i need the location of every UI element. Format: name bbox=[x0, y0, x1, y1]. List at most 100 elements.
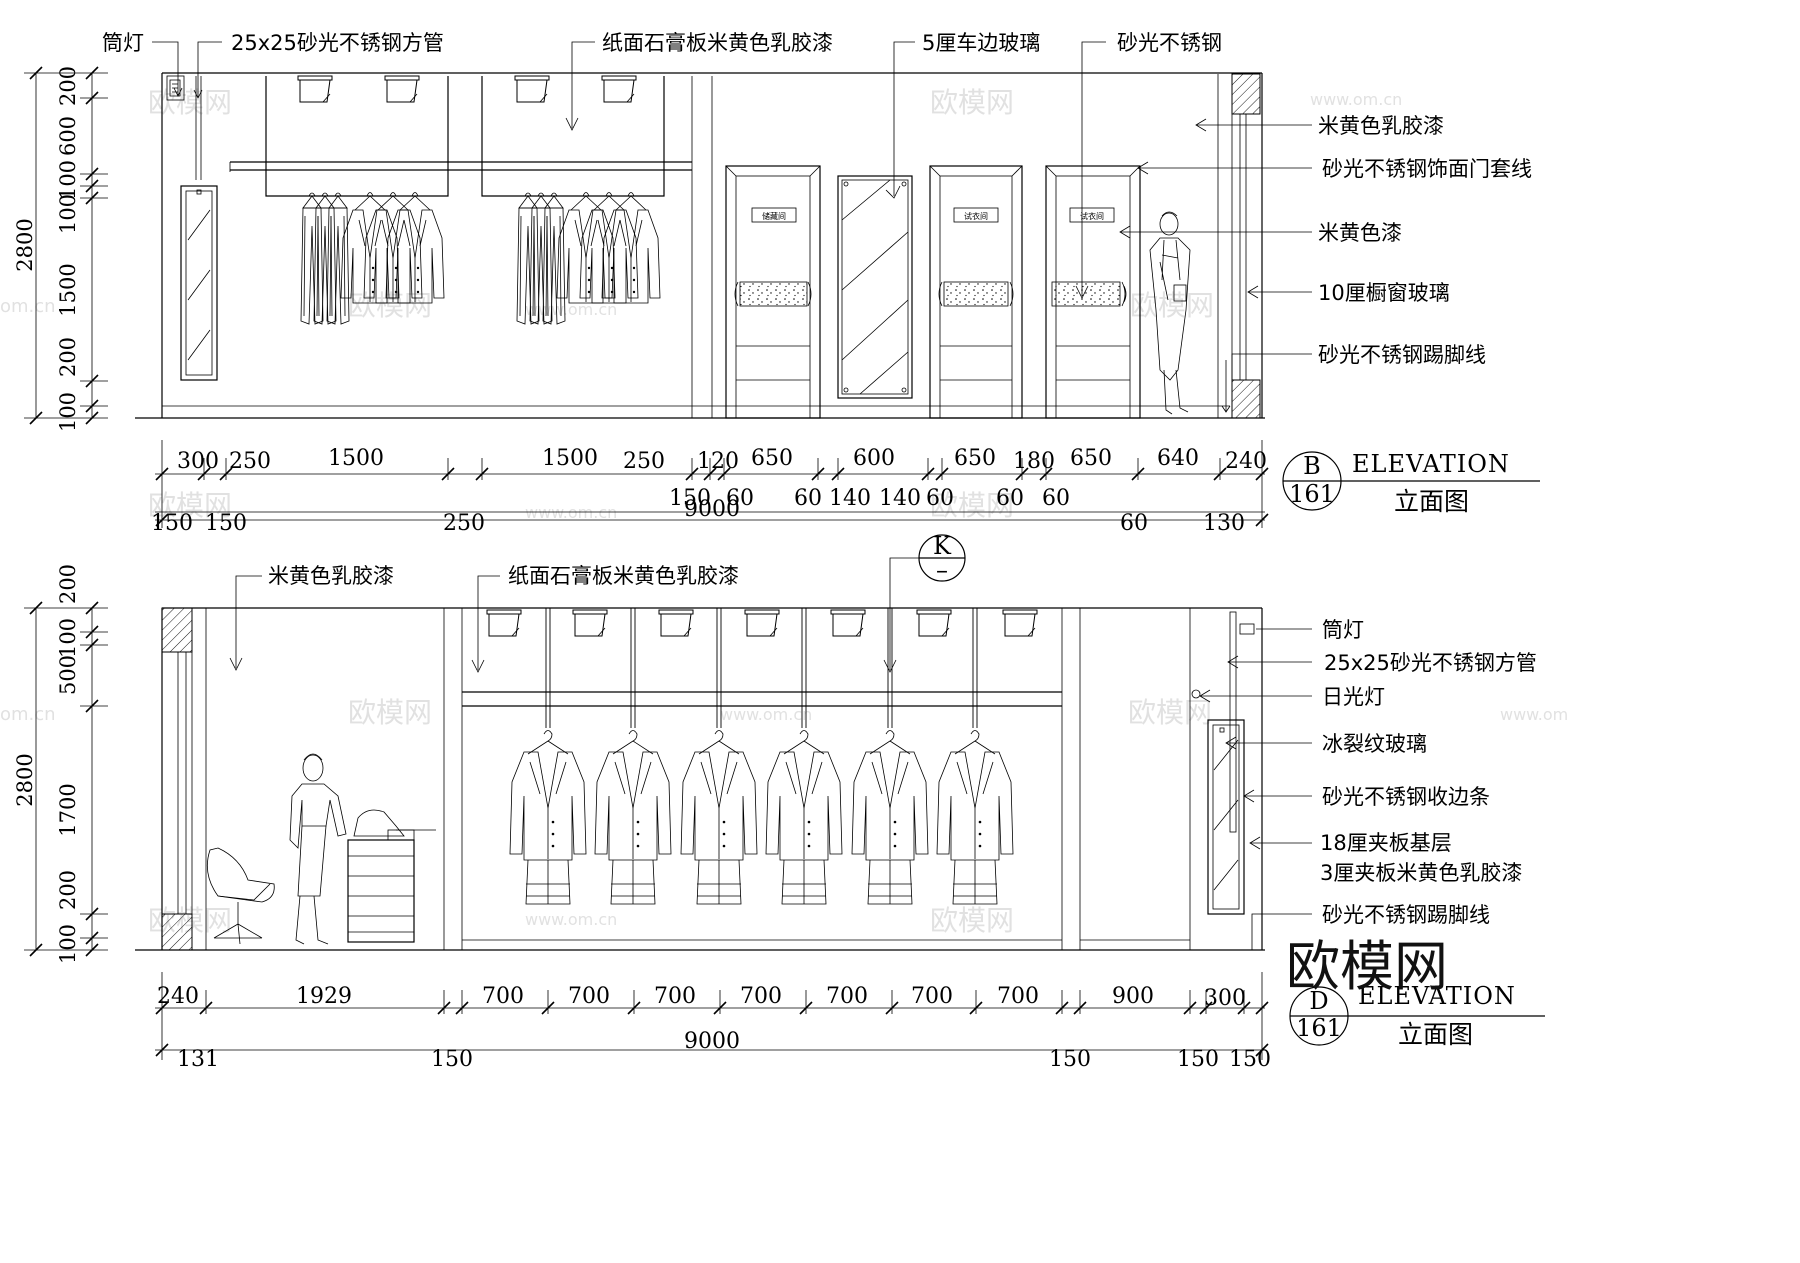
label-brushed-steel: 砂光不锈钢 bbox=[1117, 31, 1222, 55]
dim-b-detail: 60 bbox=[1042, 486, 1070, 511]
mannequin-figure bbox=[1149, 211, 1191, 415]
overall-height-b: 2800 bbox=[13, 218, 37, 271]
dim-b-width: 250 bbox=[623, 449, 665, 474]
dressing-mirror bbox=[837, 175, 913, 399]
elevation-b: 储藏间 试衣间 试衣间 bbox=[13, 31, 1540, 536]
title-en: ELEVATION bbox=[1352, 450, 1510, 478]
height-seg: 100 bbox=[56, 160, 80, 200]
watermark-brand: 欧模网 bbox=[1130, 289, 1214, 322]
dim-b-detail: 60 bbox=[794, 486, 822, 511]
watermark-brand: 欧模网 bbox=[348, 696, 432, 729]
dim-d-width: 900 bbox=[1112, 984, 1154, 1009]
drawing-tag-number: 161 bbox=[1289, 480, 1335, 508]
dim-b-detail: 150 bbox=[669, 486, 711, 511]
label-crackle-glass: 冰裂纹玻璃 bbox=[1322, 732, 1427, 756]
dim-b-width: 1500 bbox=[542, 446, 598, 471]
dim-d-width: 700 bbox=[654, 984, 696, 1009]
fitting-room-door-1 bbox=[929, 165, 1023, 419]
drawing-tag-number: 161 bbox=[1296, 1014, 1342, 1042]
watermark-layer: 欧模网 欧模网 www.om.cn om.cn 欧模网 欧模网 www.om.c… bbox=[0, 86, 1568, 937]
watermark-brand: 欧模网 bbox=[1128, 696, 1212, 729]
office-chair bbox=[206, 847, 275, 945]
height-seg: 200 bbox=[56, 337, 80, 377]
label-window-glass: 10厘橱窗玻璃 bbox=[1318, 281, 1450, 305]
watermark-brand: 欧模网 bbox=[348, 289, 432, 322]
cashier-figure bbox=[289, 753, 347, 945]
height-seg: 200 bbox=[56, 564, 80, 604]
label-beige-latex: 米黄色乳胶漆 bbox=[1318, 114, 1444, 138]
label-fluorescent: 日光灯 bbox=[1322, 685, 1385, 709]
leader-labels-top-b: 筒灯 25x25砂光不锈钢方管 纸面石膏板米黄色乳胶漆 5厘车边玻璃 砂光不锈钢 bbox=[102, 31, 1222, 299]
label-skirting-d: 砂光不锈钢踢脚线 bbox=[1322, 903, 1490, 927]
dim-d-width: 1929 bbox=[296, 984, 352, 1009]
dim-b-width: 650 bbox=[751, 446, 793, 471]
height-seg: 1500 bbox=[56, 263, 80, 316]
dim-b-detail: 140 bbox=[829, 486, 871, 511]
watermark-brand: 欧模网 bbox=[930, 489, 1014, 522]
dim-b-detail: 140 bbox=[879, 486, 921, 511]
label-downlight: 筒灯 bbox=[102, 31, 144, 55]
watermark-domain: om.cn bbox=[0, 296, 56, 317]
dim-d-offset: 131 bbox=[177, 1047, 219, 1072]
door-sign-fitting-2: 试衣间 bbox=[1080, 211, 1104, 221]
dim-b-width: 1500 bbox=[328, 446, 384, 471]
elevation-d: 2800 200 100 500 1700 200 100 米黄色乳胶漆 纸面石… bbox=[13, 532, 1545, 1072]
dim-d-offset: 150 bbox=[1177, 1047, 1219, 1072]
brand-logo-watermark: 欧模网 bbox=[1286, 935, 1448, 998]
height-seg: 200 bbox=[56, 66, 80, 106]
label-edge-strip: 砂光不锈钢收边条 bbox=[1322, 785, 1490, 809]
width-dimensions-d: 240 1929 700 700 700 700 700 700 700 900… bbox=[155, 972, 1271, 1072]
label-bevel-glass: 5厘车边玻璃 bbox=[922, 31, 1040, 55]
height-seg: 200 bbox=[56, 870, 80, 910]
dim-b-offset: 130 bbox=[1203, 511, 1245, 536]
height-seg: 1700 bbox=[56, 783, 80, 836]
cashier-counter bbox=[347, 809, 436, 943]
watermark-url: www.om.cn bbox=[720, 705, 812, 724]
title-cn: 立面图 bbox=[1398, 1020, 1473, 1049]
dim-b-detail: 60 bbox=[926, 486, 954, 511]
height-dimensions-d: 2800 200 100 500 1700 200 100 bbox=[13, 564, 108, 964]
dim-b-width: 640 bbox=[1157, 446, 1199, 471]
dim-b-offset: 250 bbox=[443, 511, 485, 536]
height-seg: 100 bbox=[56, 618, 80, 658]
dim-b-detail: 60 bbox=[726, 486, 754, 511]
door-sign-fitting-1: 试衣间 bbox=[964, 211, 988, 221]
height-dimensions-b: 2800 200 600 100 100 1500 200 100 bbox=[13, 66, 108, 432]
dim-b-width: 650 bbox=[1070, 446, 1112, 471]
label-gypsum-board: 纸面石膏板米黄色乳胶漆 bbox=[602, 31, 833, 55]
label-beige-latex-d: 米黄色乳胶漆 bbox=[268, 564, 394, 588]
dim-b-width: 180 bbox=[1013, 449, 1055, 474]
dim-d-width: 700 bbox=[740, 984, 782, 1009]
drawing-tag-letter: D bbox=[1309, 987, 1328, 1015]
dim-b-width: 300 bbox=[177, 449, 219, 474]
label-plywood-finish: 3厘夹板米黄色乳胶漆 bbox=[1320, 861, 1522, 885]
height-seg: 100 bbox=[56, 924, 80, 964]
watermark-brand: 欧模网 bbox=[930, 904, 1014, 937]
dim-b-total: 9000 bbox=[684, 497, 740, 522]
dim-d-offset: 150 bbox=[431, 1047, 473, 1072]
dim-b-detail: 60 bbox=[996, 486, 1024, 511]
section-dash: – bbox=[936, 556, 948, 584]
leader-labels-right-d: 筒灯 25x25砂光不锈钢方管 日光灯 冰裂纹玻璃 砂光不锈钢收边条 18厘夹板… bbox=[1199, 618, 1537, 927]
storage-room-door bbox=[725, 165, 821, 419]
watermark-url: www.om.cn bbox=[525, 503, 617, 522]
dim-d-width: 700 bbox=[568, 984, 610, 1009]
label-steel-tube-d: 25x25砂光不锈钢方管 bbox=[1324, 651, 1537, 675]
dim-b-offset: 60 bbox=[1120, 511, 1148, 536]
watermark-url: www.om.cn bbox=[525, 910, 617, 929]
watermark-brand: 欧模网 bbox=[930, 86, 1014, 119]
door-sign-storage: 储藏间 bbox=[762, 211, 786, 221]
title-block-b: B 161 ELEVATION 立面图 bbox=[1282, 450, 1540, 516]
dim-d-width: 240 bbox=[157, 984, 199, 1009]
label-steel-tube: 25x25砂光不锈钢方管 bbox=[231, 31, 444, 55]
dim-b-width: 240 bbox=[1225, 449, 1267, 474]
dim-b-offset: 150 bbox=[151, 511, 193, 536]
label-skirting: 砂光不锈钢踢脚线 bbox=[1318, 343, 1486, 367]
dim-b-width: 600 bbox=[853, 446, 895, 471]
label-downlight-d: 筒灯 bbox=[1322, 618, 1364, 642]
section-letter: K bbox=[933, 532, 952, 560]
leader-labels-top-d: 米黄色乳胶漆 纸面石膏板米黄色乳胶漆 K – bbox=[229, 532, 966, 673]
dim-b-offset: 150 bbox=[205, 511, 247, 536]
label-plywood-base: 18厘夹板基层 bbox=[1320, 831, 1452, 855]
dim-d-width: 700 bbox=[482, 984, 524, 1009]
